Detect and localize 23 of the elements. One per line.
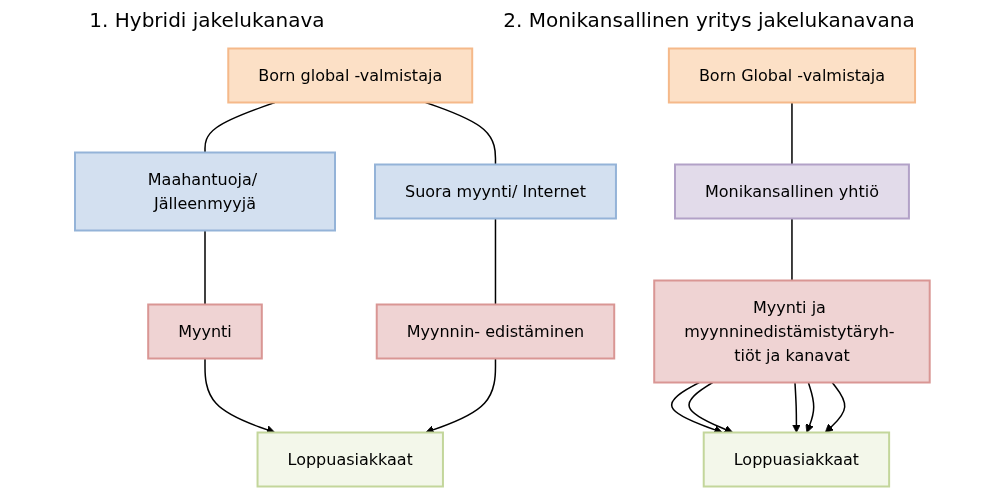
arrow [687,381,733,434]
arrow [203,357,275,434]
arrow [791,381,801,433]
arrow [824,381,846,433]
node-box: Suora myynti/ Internet [373,163,617,220]
node-box: Loppuasiakkaat [702,431,890,488]
connector [790,101,793,166]
connector [494,217,496,306]
arrow [670,381,723,434]
node-box: Maahantuoja/ Jälleenmyyjä [73,151,336,232]
section-heading: 2. Monikansallinen yritys jakelukanavana [503,8,915,32]
arrow [805,381,815,433]
node-box: Myynnin- edistäminen [375,303,615,360]
node-box: Born Global -valmistaja [667,47,916,104]
section-heading: 1. Hybridi jakelukanava [89,8,325,32]
node-box: Monikansallinen yhtiö [673,163,910,220]
node-box: Myynti [146,303,263,360]
connector [203,229,206,306]
connector [790,217,793,282]
node-box: Born global -valmistaja [226,47,473,104]
node-box: Loppuasiakkaat [256,431,444,488]
node-box: Myynti ja myynninedistämistytäryh- tiöt ja kanavat [652,279,931,384]
arrow [424,357,496,434]
